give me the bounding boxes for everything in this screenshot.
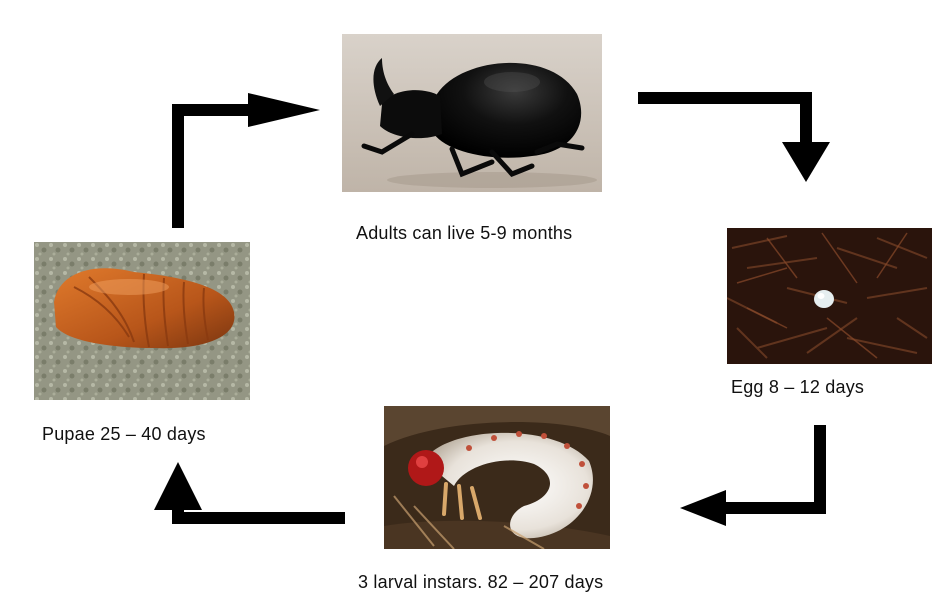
arrow-adult-to-egg [638,98,806,150]
larva-photo [384,406,610,549]
arrowhead-to-pupa [154,462,202,510]
pupa-photo [34,242,250,400]
arrowhead-to-larva [680,490,726,526]
adult-stage-label: Adults can live 5-9 months [356,223,572,244]
egg-photo [727,228,932,364]
egg-stage-label: Egg 8 – 12 days [731,377,864,398]
pupa-stage-label: Pupae 25 – 40 days [42,424,206,445]
arrowhead-to-egg [782,142,830,182]
arrowhead-to-adult [248,93,320,127]
arrow-egg-to-larva [720,425,820,508]
arrow-pupa-to-adult [178,110,255,228]
larva-stage-label: 3 larval instars. 82 – 207 days [358,572,603,593]
arrow-larva-to-pupa [178,505,345,518]
adult-beetle-photo [342,34,602,192]
